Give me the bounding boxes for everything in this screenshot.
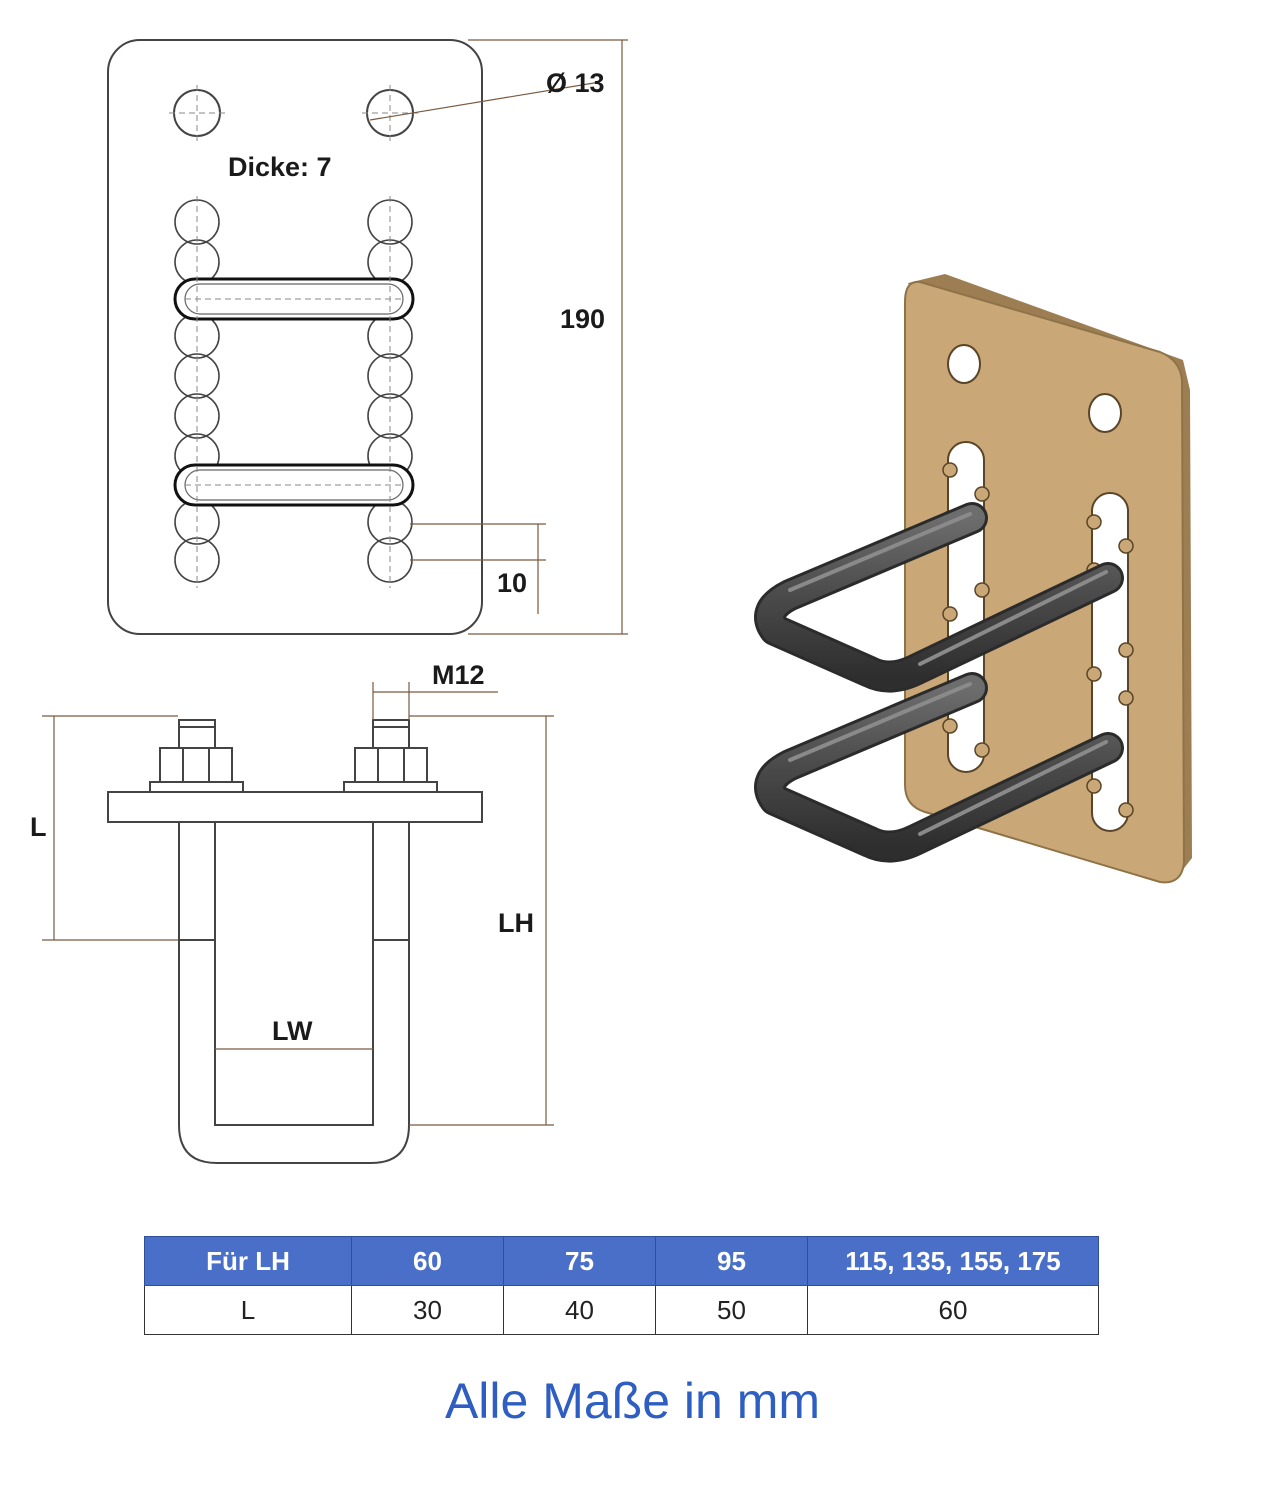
thickness-label: Dicke: 7 <box>228 152 332 182</box>
units-note: Alle Maße in mm <box>444 1373 821 1429</box>
clamp-3d-view <box>754 274 1192 884</box>
table-row: L 30 40 50 60 <box>144 1285 1099 1335</box>
clamp-width-label: LW <box>272 1016 313 1046</box>
plate-height-label: 190 <box>560 304 605 334</box>
dimension-table: Für LH 60 75 95 115, 135, 155, 175 L 30 … <box>144 1236 1099 1335</box>
leg-length-label: L <box>30 812 47 842</box>
table-header-cell: 115, 135, 155, 175 <box>807 1236 1099 1286</box>
slot-pitch-label: 10 <box>497 568 527 598</box>
table-header-cell: 75 <box>503 1236 656 1286</box>
table-header-cell: 60 <box>351 1236 504 1286</box>
table-cell: 50 <box>655 1285 808 1335</box>
table-cell: 40 <box>503 1285 656 1335</box>
table-header-cell: 95 <box>655 1236 808 1286</box>
thread-label: M12 <box>432 660 485 690</box>
plate-top-view <box>107 39 483 635</box>
clamp-dimension-lines <box>42 682 554 1126</box>
table-header-cell: Für LH <box>144 1236 352 1286</box>
plate-dimension-lines <box>369 39 628 635</box>
table-cell: L <box>144 1285 352 1335</box>
clamp-side-view <box>107 719 483 1164</box>
table-header-row: Für LH 60 75 95 115, 135, 155, 175 <box>144 1236 1099 1286</box>
clamp-height-label: LH <box>498 908 534 938</box>
hole-diameter-label: Ø 13 <box>546 68 605 98</box>
table-cell: 60 <box>807 1285 1099 1335</box>
table-cell: 30 <box>351 1285 504 1335</box>
technical-drawing: Ø 13 Dicke: 7 190 10 M12 L <box>30 39 1192 1164</box>
